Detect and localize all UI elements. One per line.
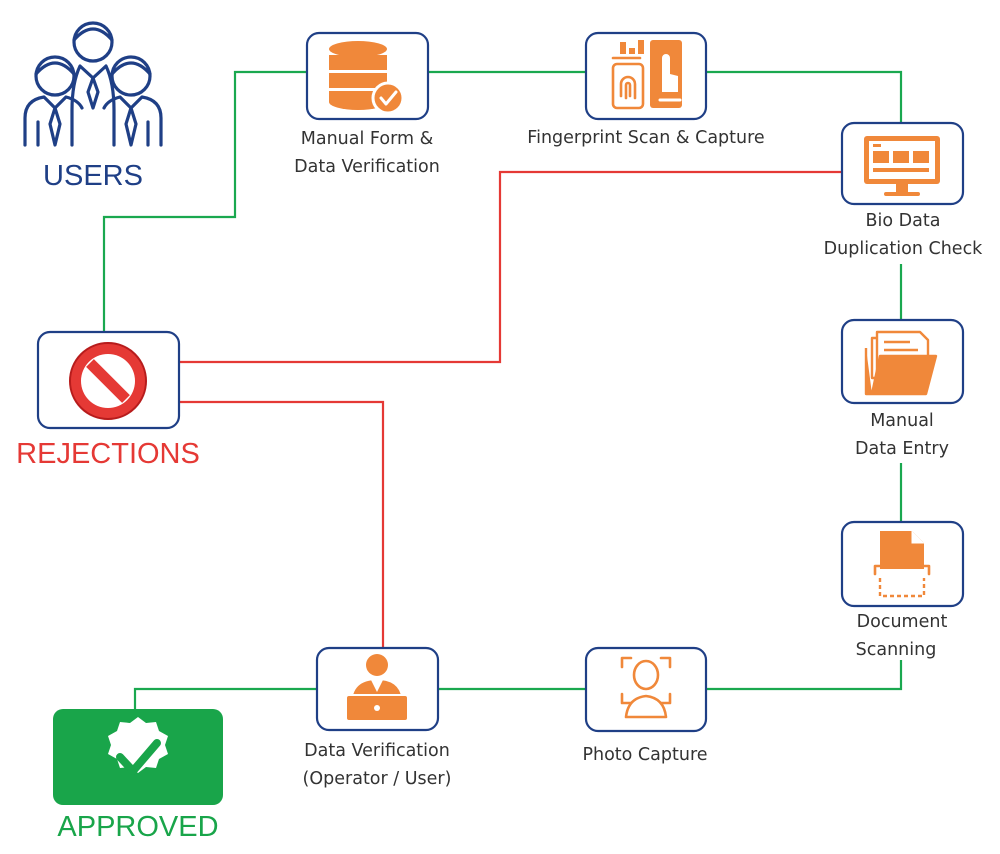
document-scanning-label-line2: Scanning <box>856 640 937 660</box>
manual-form-node: Manual Form & Data Verification <box>294 31 440 177</box>
rejection-line-bio-data <box>179 170 842 364</box>
connector-data-verification-to-approved <box>133 687 317 709</box>
rejections-label: REJECTIONS <box>16 438 200 470</box>
users-node: USERS <box>23 21 163 192</box>
manual-entry-label-line1: Manual <box>870 411 934 431</box>
document-scanner-icon <box>873 531 931 598</box>
manual-entry-node: Manual Data Entry <box>840 318 965 459</box>
manual-form-label-line1: Manual Form & <box>301 129 434 149</box>
data-verification-node: Data Verification (Operator / User) <box>303 646 452 789</box>
photo-capture-label: Photo Capture <box>582 745 707 765</box>
fingerprint-label: Fingerprint Scan & Capture <box>527 128 764 148</box>
fingerprint-node: Fingerprint Scan & Capture <box>527 31 765 148</box>
bio-data-node: Bio Data Duplication Check <box>824 121 984 259</box>
connector-document-scanning-to-photo-capture <box>706 660 903 691</box>
rejections-node: REJECTIONS <box>16 330 200 470</box>
users-label: USERS <box>43 160 143 192</box>
check-badge-icon <box>108 717 168 775</box>
connector-users-to-manual-form <box>102 70 307 332</box>
data-verification-label-line1: Data Verification <box>304 741 450 761</box>
document-scanning-node: Document Scanning <box>840 520 965 660</box>
data-verification-label-line2: (Operator / User) <box>303 769 452 789</box>
document-scanning-label-line1: Document <box>857 612 948 632</box>
bio-data-label-line2: Duplication Check <box>824 239 984 259</box>
monitor-dashboard-icon <box>864 136 940 196</box>
connector-fingerprint-to-bio-data <box>706 70 903 123</box>
photo-capture-node: Photo Capture <box>582 646 708 765</box>
rejection-line-data-verification <box>179 400 385 648</box>
approved-node: APPROVED <box>53 709 223 843</box>
face-frame-icon <box>620 656 672 719</box>
manual-entry-label-line2: Data Entry <box>855 439 949 459</box>
operator-laptop-icon <box>345 654 409 722</box>
bio-data-label-line1: Bio Data <box>866 211 941 231</box>
prohibited-icon <box>69 342 147 420</box>
database-check-icon <box>329 41 405 115</box>
flow-connectors <box>102 70 903 709</box>
users-group-icon <box>23 21 163 147</box>
folder-documents-icon <box>864 330 938 396</box>
manual-form-label-line2: Data Verification <box>294 157 440 177</box>
approved-label: APPROVED <box>57 811 218 843</box>
fingerprint-scan-icon <box>611 40 682 110</box>
